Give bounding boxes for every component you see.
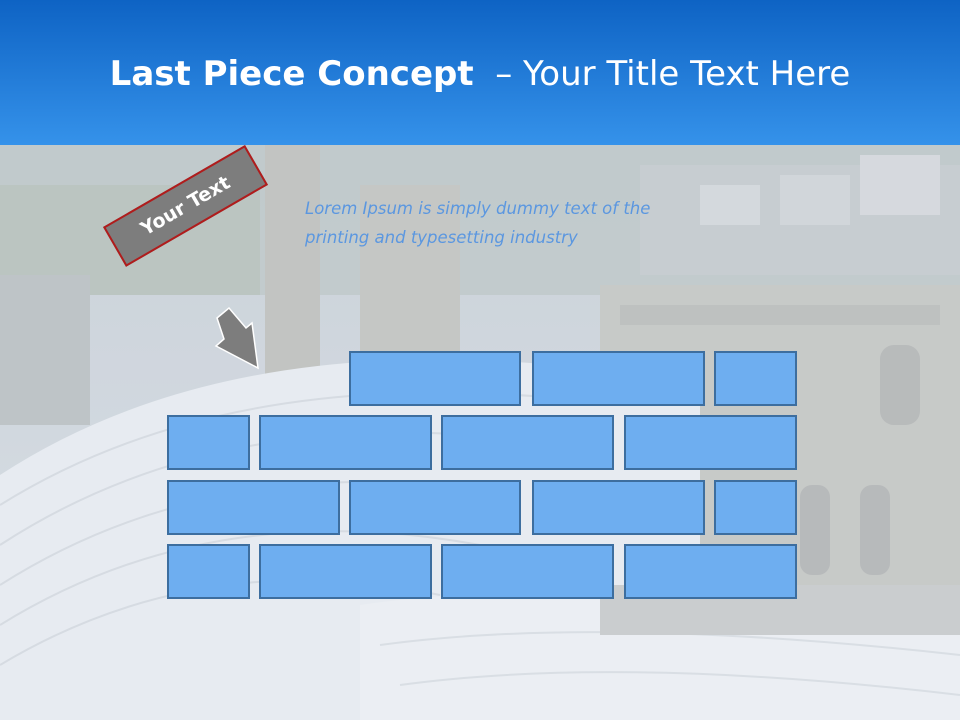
slide-title: Last Piece Concept – Your Title Text Her… <box>0 54 960 94</box>
puzzle-brick[interactable] <box>714 351 797 406</box>
puzzle-brick[interactable] <box>259 544 432 599</box>
puzzle-brick[interactable] <box>259 415 432 470</box>
puzzle-brick[interactable] <box>441 415 614 470</box>
puzzle-brick[interactable] <box>167 415 250 470</box>
title-bold: Last Piece Concept <box>109 54 474 94</box>
body-text-line-2: printing and typesetting industry <box>305 228 578 247</box>
puzzle-brick[interactable] <box>532 480 705 535</box>
body-text: Lorem Ipsum is simply dummy text of the … <box>305 194 725 252</box>
puzzle-brick[interactable] <box>167 544 250 599</box>
puzzle-brick[interactable] <box>624 415 797 470</box>
title-rest: – Your Title Text Here <box>473 54 851 94</box>
puzzle-brick[interactable] <box>441 544 614 599</box>
puzzle-brick[interactable] <box>349 351 521 406</box>
title-bar: Last Piece Concept – Your Title Text Her… <box>0 0 960 145</box>
puzzle-brick[interactable] <box>167 480 340 535</box>
puzzle-brick[interactable] <box>624 544 797 599</box>
puzzle-brick[interactable] <box>714 480 797 535</box>
body-text-line-1: Lorem Ipsum is simply dummy text of the <box>305 199 651 218</box>
background-photo <box>0 145 960 720</box>
puzzle-brick[interactable] <box>349 480 521 535</box>
puzzle-brick[interactable] <box>532 351 705 406</box>
